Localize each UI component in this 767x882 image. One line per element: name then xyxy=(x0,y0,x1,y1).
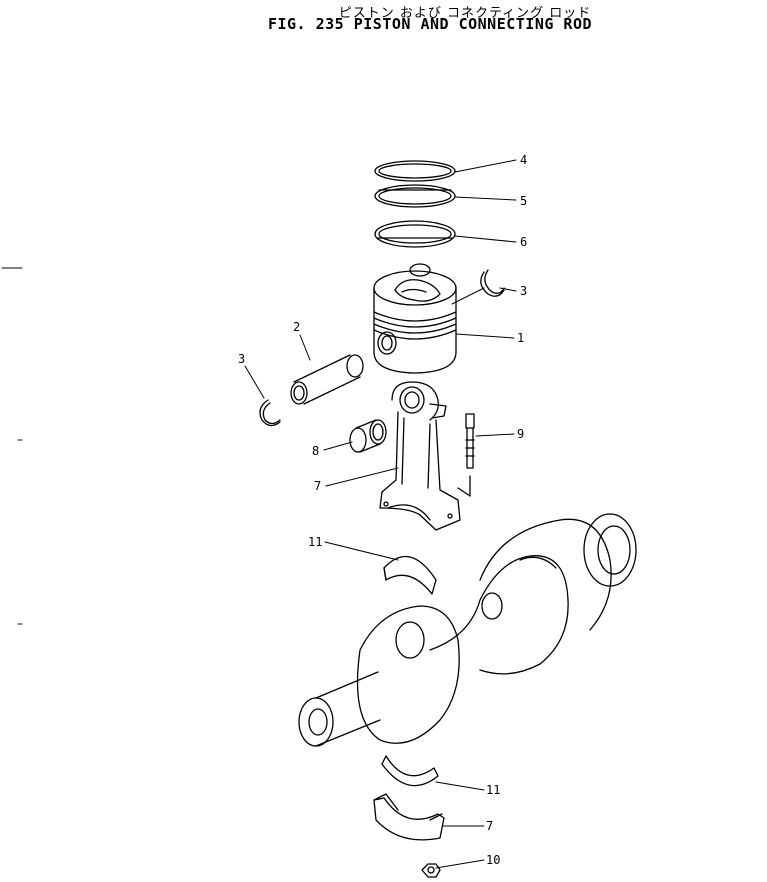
callout-4: 4 xyxy=(520,153,528,167)
piston-ring-oil xyxy=(374,220,456,248)
callout-10: 10 xyxy=(486,853,501,867)
callout-11-upper: 11 xyxy=(308,535,323,549)
callout-9: 9 xyxy=(517,427,525,441)
figure-title: FIG. 235 PISTON AND CONNECTING ROD xyxy=(267,15,593,33)
connecting-rod-bushing xyxy=(349,419,387,453)
crankshaft xyxy=(298,513,637,747)
piston-ring-second xyxy=(374,184,456,208)
title-japanese: ピストン および コネクティング ロッド xyxy=(338,6,592,21)
connecting-rod-bolt xyxy=(457,413,475,497)
margin-marks xyxy=(1,267,23,625)
piston-pin xyxy=(290,354,364,405)
connecting-rod-nut xyxy=(421,863,441,878)
callout-11-lower: 11 xyxy=(486,783,501,797)
bearing-shell-lower xyxy=(381,755,439,787)
bearing-shell-upper xyxy=(383,555,437,595)
callout-3-right: 3 xyxy=(520,284,528,298)
piston xyxy=(373,263,457,374)
callout-3-left: 3 xyxy=(238,352,246,366)
connecting-rod-cap xyxy=(373,793,445,841)
callout-7-upper: 7 xyxy=(314,479,322,493)
snap-ring-left xyxy=(259,399,281,427)
callout-1: 1 xyxy=(517,331,525,345)
snap-ring-right xyxy=(480,269,505,297)
callout-5: 5 xyxy=(520,194,528,208)
connecting-rod xyxy=(379,381,461,531)
callout-8: 8 xyxy=(312,444,320,458)
callout-2: 2 xyxy=(293,320,301,334)
piston-ring-top xyxy=(374,160,456,182)
callout-7-lower: 7 xyxy=(486,819,494,833)
leader-lines xyxy=(244,159,517,869)
callout-6: 6 xyxy=(520,235,528,249)
